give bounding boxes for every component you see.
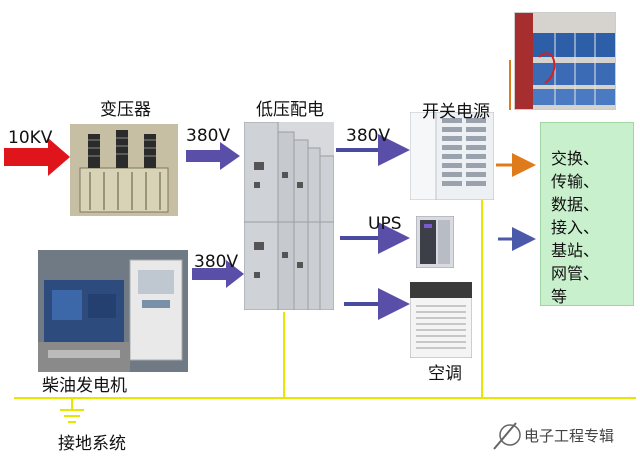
services-panel: 交换、 传输、 数据、 接入、 基站、 网管、 等 [540,122,634,306]
ups-label: UPS [368,214,402,234]
transformer-to-lv-arrow [186,142,240,170]
ground-bus [14,200,636,423]
service-item: 基站、 [551,241,600,260]
watermark: 电子工程专辑 [490,405,635,455]
service-item: 等 [551,287,568,306]
air-conditioner-image [410,282,472,358]
service-item: 数据、 [551,195,600,214]
generator-to-lv-arrow [192,260,244,288]
switching-power-cabinet-image [410,112,494,200]
diesel-generator-label: 柴油发电机 [42,376,127,396]
lv-distribution-label: 低压配电 [256,100,324,120]
ups-unit-image [416,216,454,268]
lv-distribution-cabinet-image [244,122,334,310]
generator-voltage-label: 380V [194,252,239,272]
battery-rack-image [514,12,616,110]
transformer-voltage-label: 380V [186,126,231,146]
service-item: 传输、 [551,172,600,191]
service-item: 接入、 [551,218,600,237]
transformer-label: 变压器 [100,100,151,120]
diesel-generator-image [38,250,188,372]
service-item: 交换、 [551,149,600,168]
transformer-image [70,124,178,216]
service-item: 网管、 [551,264,600,283]
air-conditioner-label: 空调 [428,364,462,384]
input-arrow [4,138,70,176]
grounding-system-label: 接地系统 [58,434,126,454]
lv-output-voltage-label: 380V [346,126,391,146]
switching-power-label: 开关电源 [422,102,490,122]
watermark-text: 电子工程专辑 [524,427,615,445]
input-voltage-label: 10KV [8,128,53,148]
